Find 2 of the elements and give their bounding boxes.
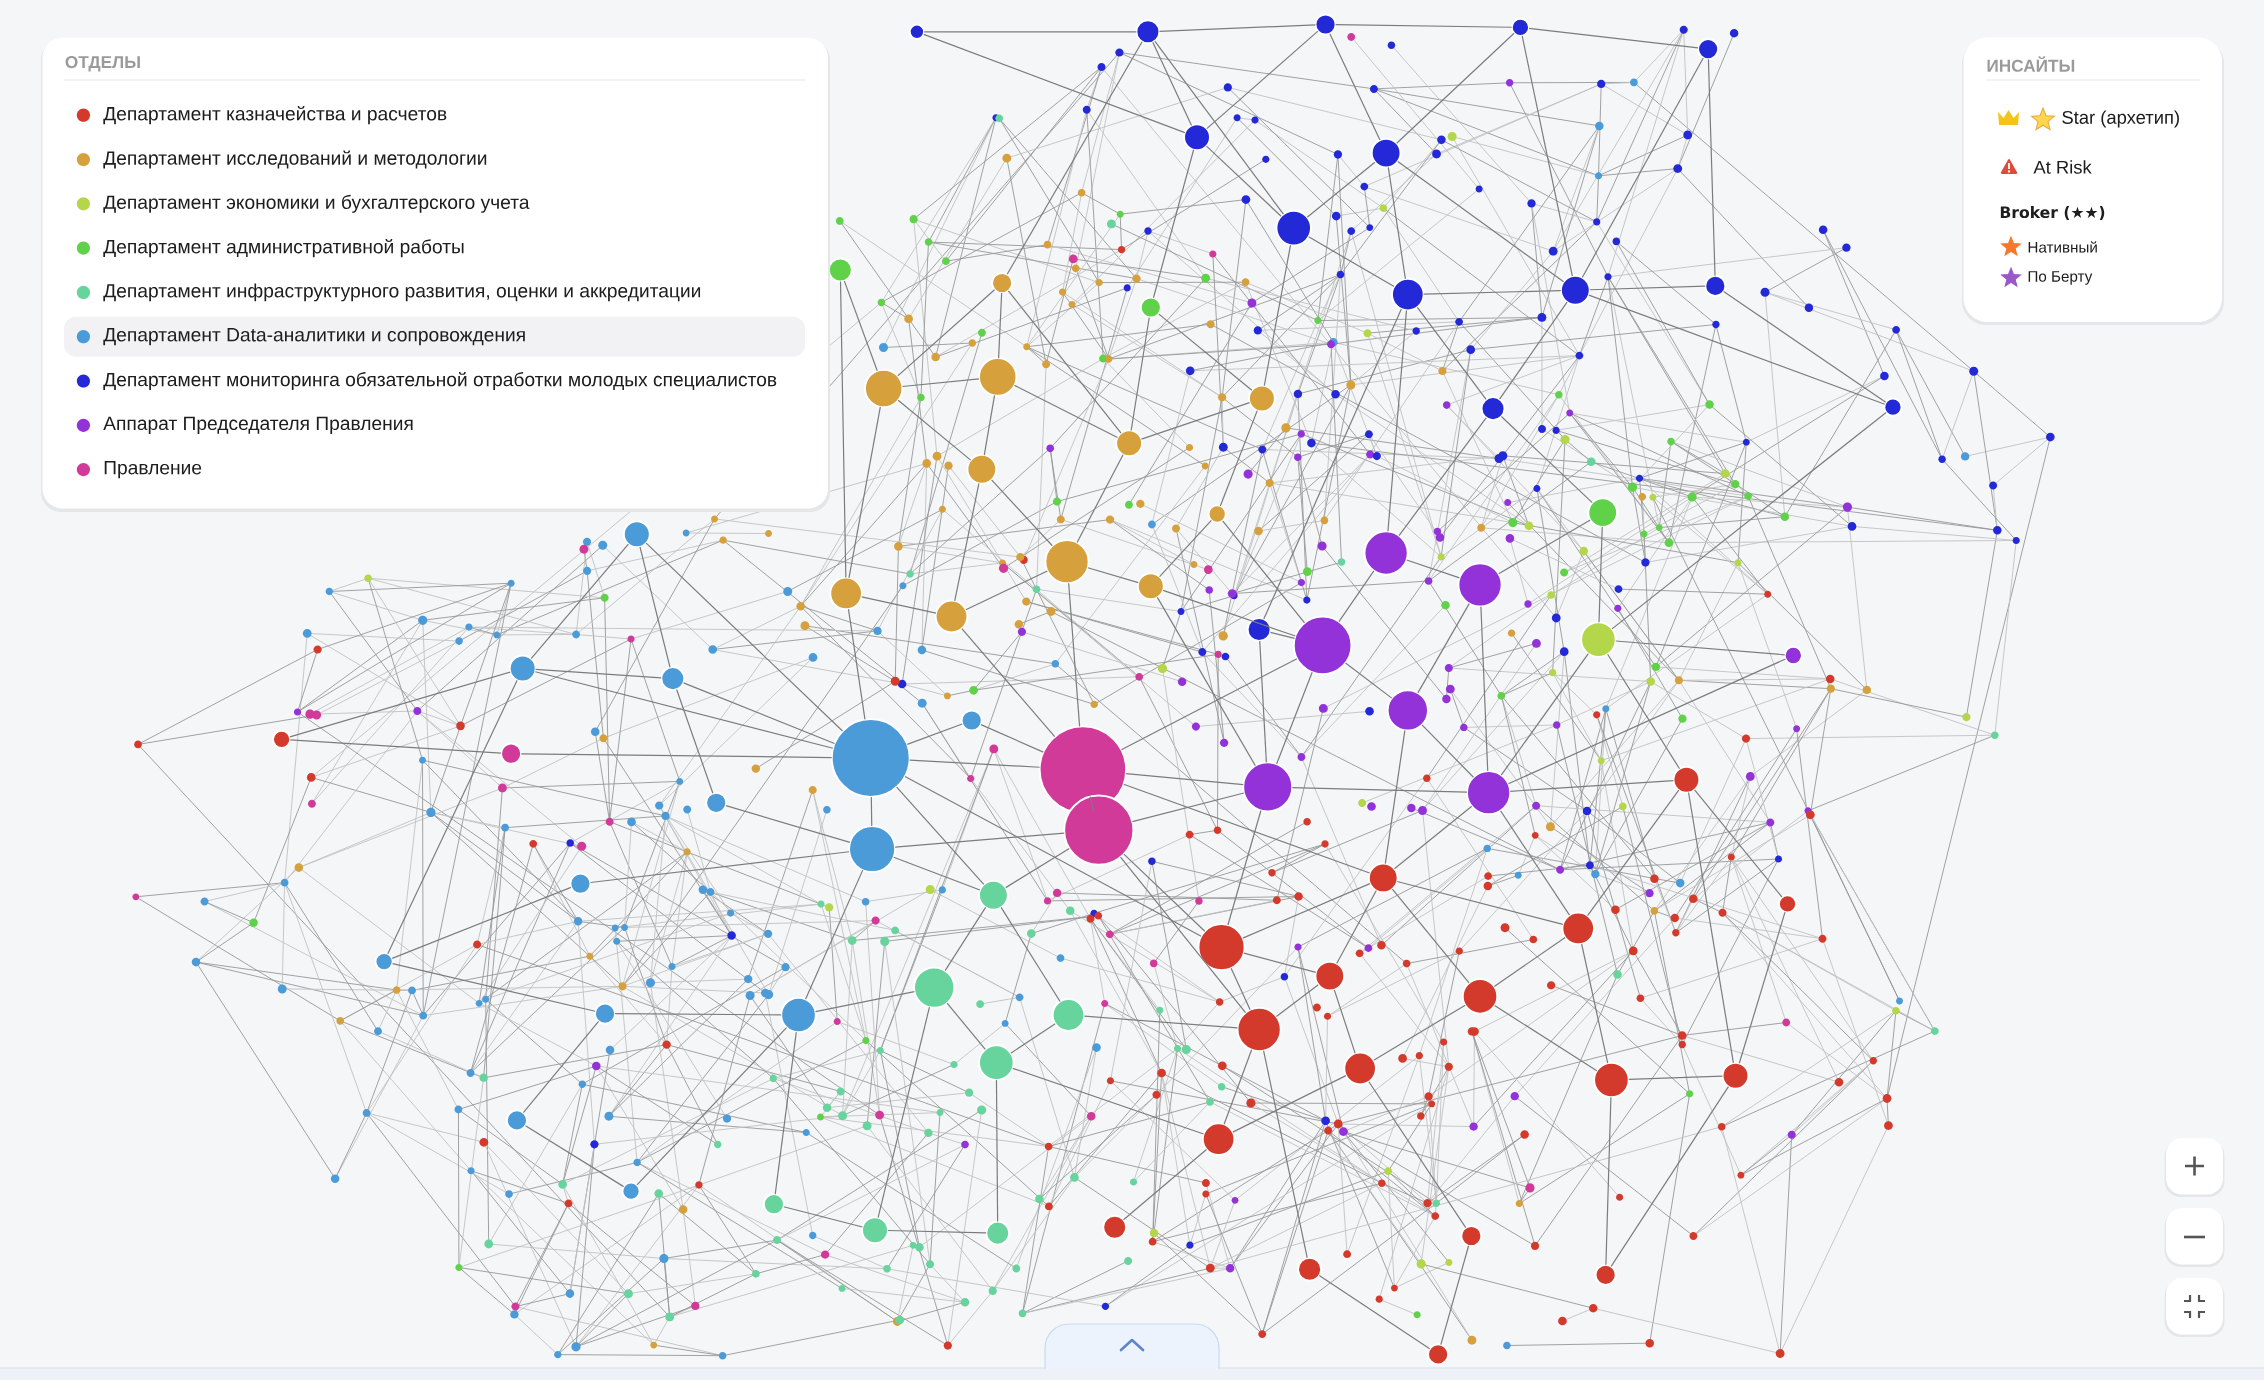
section-heading: ОТДЕЛЫ [65,55,140,72]
legend-label: Star (архетип) [2062,110,2179,128]
